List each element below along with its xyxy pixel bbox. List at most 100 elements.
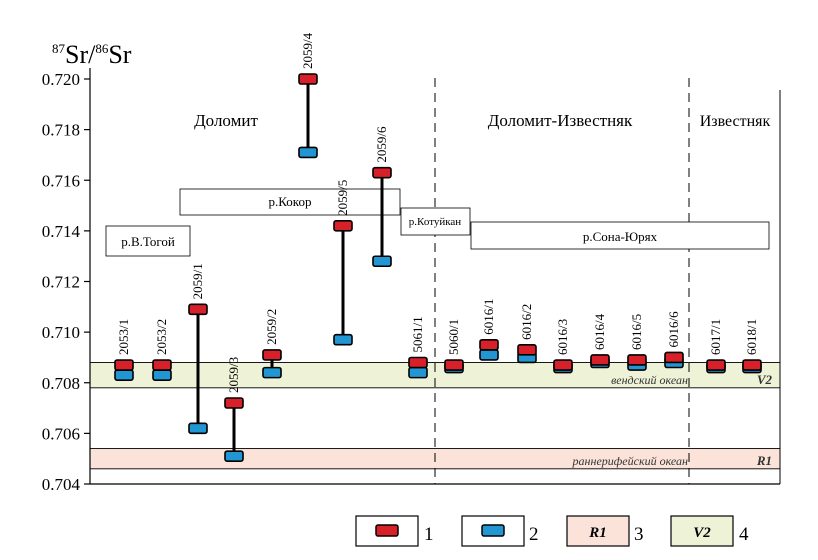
legend-num-2: 2 — [529, 524, 539, 545]
zone-title-limestone: Известняк — [700, 113, 771, 130]
red-marker — [627, 354, 647, 366]
y-tick-label: 0.720 — [42, 70, 80, 89]
sample-5060-1: 5060/1 — [444, 319, 464, 374]
sample-2059-1: 2059/1 — [188, 263, 208, 435]
y-axis-label: 87Sr/86Sr — [52, 40, 132, 69]
sample-label: 5060/1 — [446, 319, 461, 355]
y-label-base-1: Sr/ — [65, 40, 96, 69]
y-tick-label: 0.718 — [42, 121, 80, 140]
legend-num-3: 3 — [634, 524, 644, 545]
red-marker — [298, 73, 318, 85]
legend-item-1: 1 — [355, 515, 434, 547]
legend: 1 2 R1 3 V2 4 — [355, 515, 749, 547]
sample-label: 6016/5 — [629, 314, 644, 350]
red-marker — [553, 359, 573, 371]
red-marker — [590, 354, 610, 366]
band-code-v2: V2 — [757, 372, 773, 387]
band-code-r1: R1 — [756, 453, 772, 468]
sample-6016-4: 6016/4 — [590, 313, 610, 369]
blue-marker — [479, 349, 499, 361]
y-tick-label: 0.714 — [42, 222, 81, 241]
red-marker — [114, 359, 134, 371]
y-tick-label: 0.708 — [42, 374, 80, 393]
red-marker — [408, 356, 428, 369]
band-label-v2: вендский океан — [611, 373, 688, 387]
red-marker — [333, 220, 353, 232]
sample-2059-6: 2059/6 — [372, 126, 392, 268]
sample-6017-1: 6017/1 — [706, 319, 726, 374]
legend-red-marker — [375, 524, 399, 537]
red-marker — [517, 344, 537, 356]
sample-2059-5: 2059/5 — [333, 180, 353, 346]
legend-item-4: V2 4 — [670, 515, 749, 547]
legend-r1-text: R1 — [588, 525, 607, 541]
sample-label: 6016/4 — [592, 313, 607, 350]
red-marker — [188, 303, 208, 316]
legend-v2-text: V2 — [693, 525, 711, 541]
y-label-base-2: Sr — [108, 40, 131, 69]
blue-marker — [152, 369, 172, 381]
y-tick-label: 0.712 — [42, 273, 80, 292]
y-tick-label: 0.716 — [42, 171, 80, 190]
red-marker — [444, 359, 464, 371]
sample-label: 2053/1 — [116, 319, 131, 355]
y-tick-label: 0.710 — [42, 323, 80, 342]
sample-label: 6016/3 — [555, 319, 570, 355]
y-axis: 0.704 0.706 0.708 0.710 0.712 0.714 0.716 0.718… — [42, 70, 90, 494]
zone-title-dolomite: Доломит — [194, 111, 258, 130]
legend-blue-marker — [481, 524, 505, 537]
blue-marker — [224, 450, 244, 462]
band-label-r1: раннерифейский океан — [572, 454, 689, 468]
sample-label: 2059/4 — [300, 32, 315, 69]
legend-num-4: 4 — [739, 524, 749, 545]
river-label-kotuykan: р.Котуйкан — [409, 216, 462, 228]
blue-marker — [408, 366, 428, 379]
sample-6016-5: 6016/5 — [627, 314, 647, 371]
river-box-togoy: р.В.Тогой — [105, 225, 191, 257]
sample-2059-2: 2059/2 — [262, 309, 282, 379]
sample-label: 2059/6 — [374, 126, 389, 163]
red-marker — [224, 397, 244, 409]
sample-label: 2053/2 — [154, 319, 169, 355]
sample-6016-2: 6016/2 — [517, 304, 537, 364]
legend-item-2: 2 — [461, 515, 539, 547]
zone-title-dolomite-limestone: Доломит-Известняк — [488, 111, 633, 130]
y-label-sup-2: 86 — [95, 41, 109, 56]
river-label-sona-yuryakh: р.Сона-Юрях — [583, 229, 658, 244]
sample-label: 2059/1 — [190, 263, 205, 299]
red-marker — [742, 359, 762, 371]
sample-6016-6: 6016/6 — [664, 311, 684, 369]
blue-marker — [188, 422, 208, 435]
river-label-kokor: р.Кокор — [269, 194, 312, 209]
river-box-sona-yuryakh: р.Сона-Юрях — [470, 221, 770, 250]
y-label-sup-1: 87 — [52, 41, 66, 56]
sample-label: 2059/5 — [335, 180, 350, 216]
sample-2059-4: 2059/4 — [298, 32, 318, 159]
sample-series: 2053/1 2053/2 2059/1 2059/3 2059/2 2059/4 2059… — [114, 32, 762, 462]
red-marker — [706, 359, 726, 371]
sample-2053-1: 2053/1 — [114, 319, 134, 381]
sample-5061-1: 5061/1 — [408, 316, 428, 379]
sample-2059-3: 2059/3 — [224, 357, 244, 462]
y-tick-label: 0.704 — [42, 475, 81, 494]
blue-marker — [298, 146, 318, 159]
sample-6018-1: 6018/1 — [742, 319, 762, 374]
blue-marker — [372, 255, 392, 268]
legend-item-3: R1 3 — [566, 515, 644, 547]
sample-6016-3: 6016/3 — [553, 319, 573, 374]
sample-label: 6016/1 — [481, 299, 496, 335]
blue-marker — [114, 369, 134, 381]
sample-label: 6016/6 — [666, 311, 681, 348]
river-box-kotuykan: р.Котуйкан — [400, 207, 471, 236]
river-label-togoy: р.В.Тогой — [121, 234, 175, 249]
red-marker — [372, 166, 392, 179]
legend-num-1: 1 — [424, 524, 434, 545]
red-marker — [262, 349, 282, 361]
y-tick-label: 0.706 — [42, 424, 80, 443]
red-marker — [152, 359, 172, 371]
blue-marker — [262, 366, 282, 379]
red-marker — [664, 351, 684, 364]
sample-label: 6017/1 — [708, 319, 723, 355]
sample-label: 6018/1 — [744, 319, 759, 355]
